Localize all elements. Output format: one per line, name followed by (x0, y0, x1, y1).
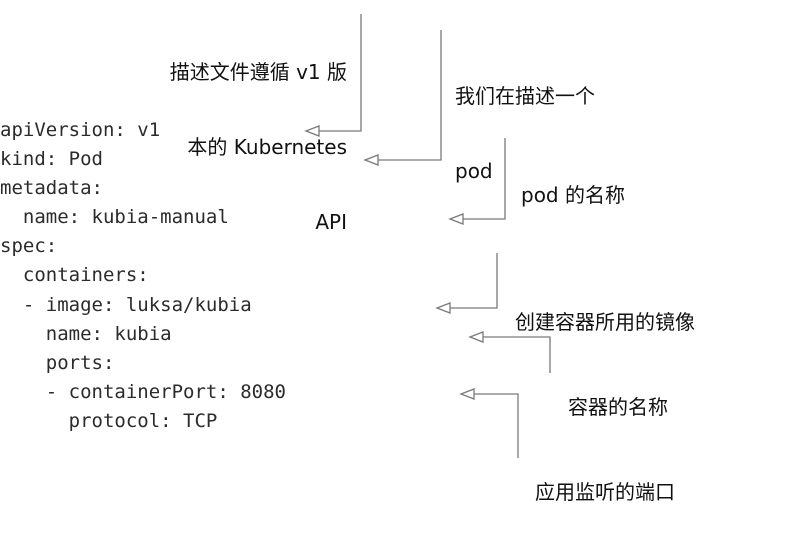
code-line-kind: kind: Pod (0, 148, 103, 170)
code-line-spec: spec: (0, 235, 58, 257)
code-line-metadata: metadata: (0, 177, 103, 199)
arrow-kind (363, 30, 442, 166)
annotation-api-version: 描述文件遵循 v1 版 本的 Kubernetes API (100, 10, 347, 285)
annotation-kind-line-1: 我们在描述一个 (455, 84, 595, 108)
code-line-ports: ports: (0, 352, 115, 374)
arrow-image (435, 253, 498, 314)
callout-arrows (304, 14, 551, 458)
arrow-pod-name (448, 138, 506, 225)
annotation-api-version-line-1: 描述文件遵循 v1 版 (169, 60, 347, 84)
code-line-api-version: apiVersion: v1 (0, 119, 161, 141)
arrow-api-version (304, 14, 362, 137)
code-line-containers: containers: (0, 264, 149, 286)
code-line-image: - image: luksa/kubia (0, 294, 252, 316)
code-line-name: name: kubia-manual (0, 206, 229, 228)
annotation-image: 创建容器所用的镜像 (515, 260, 695, 385)
arrow-port (459, 388, 519, 458)
code-line-container-port: - containerPort: 8080 (0, 381, 286, 403)
code-line-container-name: name: kubia (0, 323, 172, 345)
annotation-pod-name: pod 的名称 (521, 133, 625, 258)
annotation-container-name: 容器的名称 (568, 345, 668, 470)
annotation-api-version-line-3: API (315, 210, 347, 234)
annotation-api-version-line-2: 本的 Kubernetes (187, 135, 347, 159)
code-line-protocol: protocol: TCP (0, 410, 218, 432)
annotation-image-line-1: 创建容器所用的镜像 (515, 310, 695, 334)
arrow-container-name (468, 331, 551, 373)
annotation-kind: 我们在描述一个 pod (455, 34, 595, 234)
annotation-pod-name-line-1: pod 的名称 (521, 183, 625, 207)
annotation-container-name-line-1: 容器的名称 (568, 395, 668, 419)
annotation-port: 应用监听的端口 (535, 430, 675, 555)
yaml-annotation-diagram: apiVersion: v1 kind: Pod metadata: name:… (0, 10, 695, 504)
annotation-port-line-1: 应用监听的端口 (535, 480, 675, 504)
annotation-kind-line-2: pod (455, 159, 493, 183)
